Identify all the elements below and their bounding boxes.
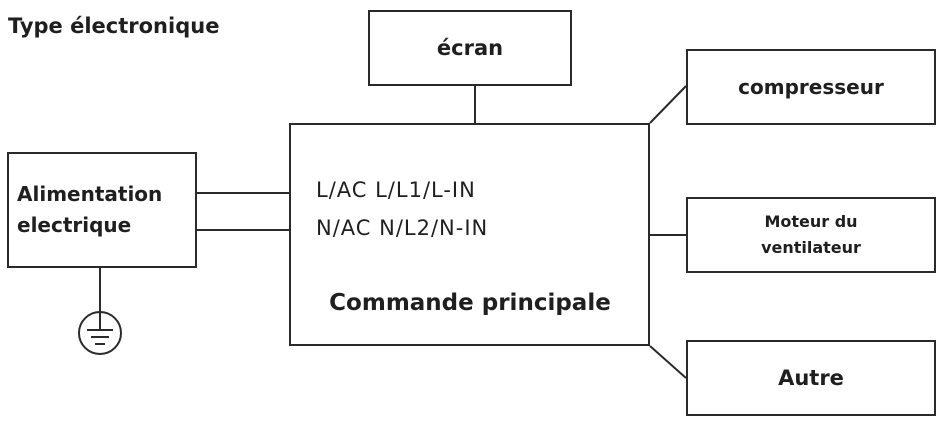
power-supply-line2: electrique bbox=[17, 213, 132, 237]
diagram-title: Type électronique bbox=[8, 14, 220, 38]
power-supply-box: Alimentation electrique bbox=[7, 152, 197, 268]
compressor-box: compresseur bbox=[686, 49, 936, 125]
fan-motor-box: Moteur du ventilateur bbox=[686, 197, 936, 273]
power-supply-line1: Alimentation bbox=[17, 182, 163, 206]
main-control-box bbox=[289, 123, 650, 346]
terminal-l-label: L/AC L/L1/L-IN bbox=[316, 178, 476, 202]
power-supply-label: Alimentation electrique bbox=[17, 179, 162, 241]
wire-main-compressor bbox=[649, 85, 687, 124]
fan-motor-label: Moteur du ventilateur bbox=[761, 209, 861, 260]
wire-main-other bbox=[649, 345, 687, 379]
main-control-label: Commande principale bbox=[329, 290, 611, 316]
compressor-label: compresseur bbox=[738, 75, 884, 99]
ground-symbol-icon bbox=[78, 311, 122, 355]
screen-label: écran bbox=[436, 36, 504, 60]
screen-box: écran bbox=[368, 10, 572, 86]
other-label: Autre bbox=[778, 366, 844, 390]
fan-motor-line1: Moteur du bbox=[764, 212, 858, 232]
fan-motor-line2: ventilateur bbox=[761, 238, 861, 257]
terminal-n-label: N/AC N/L2/N-IN bbox=[316, 216, 489, 240]
other-box: Autre bbox=[686, 340, 936, 416]
